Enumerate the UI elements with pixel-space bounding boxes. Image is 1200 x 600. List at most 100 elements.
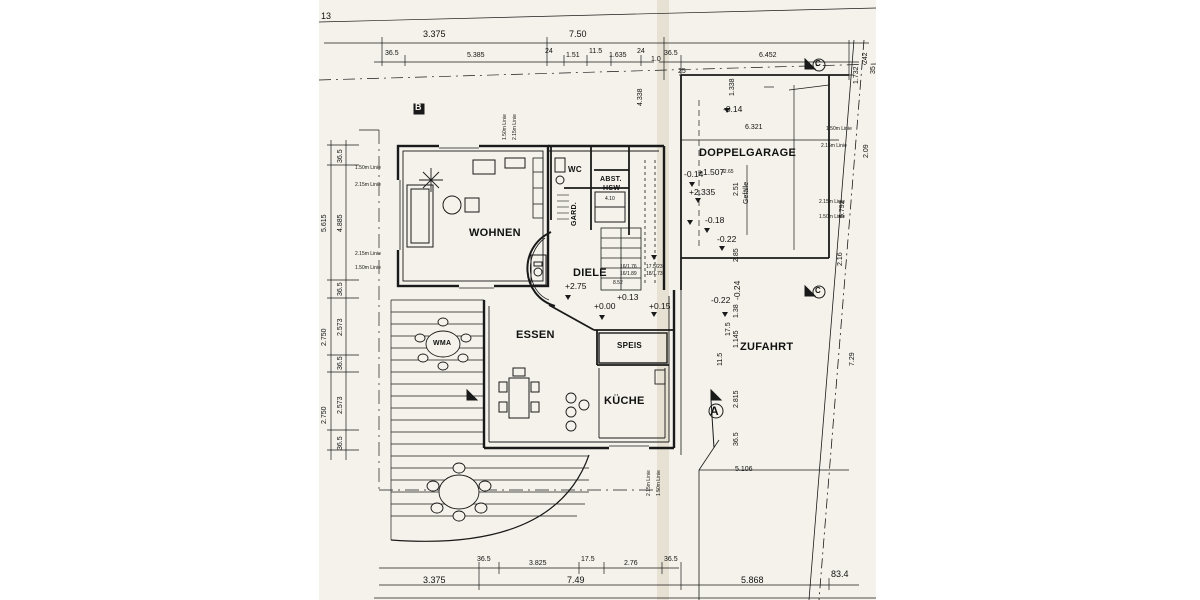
stair: [600, 160, 656, 291]
paper-fold: [657, 0, 669, 600]
room-label-speis: SPEIS: [617, 341, 643, 350]
bottom-dim-2: 3.825: [529, 560, 547, 567]
diele-dim-note: 8.52: [613, 280, 623, 286]
section-mark-c-top: C: [815, 59, 821, 68]
top-dim-overall-mid: 7.50: [569, 29, 587, 39]
bottom-dim-overall-mid: 7.49: [567, 575, 585, 585]
gefaelle-note: Gefälle: [743, 181, 750, 204]
left-dim-overall-a: 5.615: [321, 214, 328, 232]
right-dim-2: 2.85: [733, 248, 740, 262]
wardrobe: [532, 157, 544, 219]
section-mark-b: B: [415, 102, 422, 112]
terrace-table-top: [414, 317, 472, 371]
speis-box: [598, 332, 668, 364]
bottom-dim-3: 17.5: [581, 556, 595, 563]
note-150-garage-top: 1.50m Linie: [826, 126, 852, 132]
level-garage-c: -0.22: [717, 234, 737, 244]
bottom-dim-4: 2.76: [624, 560, 638, 567]
stove: [530, 254, 547, 286]
level-garage-b: -0.18: [705, 215, 725, 225]
right-dim-12: 2.09: [863, 144, 870, 158]
left-dim-4: 2.573: [337, 318, 344, 336]
left-dim-1: 36.5: [337, 149, 344, 163]
note-215-left-bottom: 2.15m Linie: [355, 251, 381, 257]
stair-note-b: 16/1.76: [620, 264, 637, 270]
top-dim-10: 25: [678, 68, 686, 75]
level-garage-top: -0.14: [723, 104, 743, 114]
floor-plan-sheet: 13 WOHNEN DIELE ESSEN KÜCHE SPEIS WC ABS…: [319, 0, 876, 600]
level-right-step: +0.15: [649, 301, 671, 311]
note-215-left-top: 2.15m Linie: [355, 182, 381, 188]
top-dim-right-b: 242: [862, 52, 869, 64]
level-garage-d: -0.22: [711, 295, 731, 305]
terrace-table-label: WMA: [433, 340, 452, 347]
top-dim-overall-left: 3.375: [423, 29, 446, 39]
level-stair-top: +2.335: [689, 187, 716, 197]
floor-plan-drawing: [319, 0, 876, 600]
stair-note-e: 18/1.73: [646, 271, 663, 277]
top-dim-9: 36.5: [664, 50, 678, 57]
top-dim-right-a: 1.732: [853, 66, 860, 84]
level-diele-upper: +2.75: [565, 281, 587, 291]
room-label-hsw: HSW: [603, 185, 621, 192]
right-dim-7: 2.815: [733, 390, 740, 408]
top-dim-stair-height: 4.338: [637, 88, 644, 106]
left-dim-overall-c: 2.750: [321, 406, 328, 424]
right-dim-11: 7.29: [849, 352, 856, 366]
right-dim-1: 2.51: [733, 182, 740, 196]
hsw-dim-note: 4.10: [605, 196, 615, 202]
top-dim-garage-inner: 6.321: [745, 124, 763, 131]
garage-walls: [680, 74, 849, 290]
interior-walls: [548, 146, 674, 366]
right-dim-4: 11.5: [717, 352, 724, 366]
top-dim-6: 1.635: [609, 52, 627, 59]
section-mark-a: A: [710, 404, 719, 418]
room-label-wohnen: WOHNEN: [469, 227, 521, 239]
room-label-essen: ESSEN: [516, 329, 555, 341]
bottom-dim-5: 36.5: [664, 556, 678, 563]
windows: [396, 144, 649, 450]
section-mark-c-bottom: C: [815, 286, 821, 295]
garage-markings: [681, 84, 839, 250]
top-dim-5: 11.5: [589, 48, 603, 55]
cabinet: [472, 159, 496, 175]
bottom-dim-overall-far: 83.4: [831, 569, 849, 579]
stair-note-c: 16/1.89: [620, 271, 637, 277]
left-dim-6: 2.573: [337, 396, 344, 414]
stair-note-a: 32.65: [721, 169, 734, 175]
left-dim-3: 36.5: [337, 282, 344, 296]
note-150-garage-bottom: 1.50m Linie: [819, 214, 845, 220]
note-150-bottom: 1.50m Linie: [656, 470, 662, 496]
room-label-diele: DIELE: [573, 267, 607, 279]
bottom-dimension-lines: [374, 469, 876, 599]
note-215-bottom: 2.15m Linie: [646, 470, 652, 496]
room-label-doppelgarage: DOPPELGARAGE: [699, 147, 797, 159]
left-dim-5: 36.5: [337, 356, 344, 370]
top-dim-right-c: 35: [870, 66, 876, 74]
living-table: [442, 195, 462, 215]
wc-fixture: [554, 157, 566, 173]
living-chair: [464, 197, 480, 213]
room-label-wc: WC: [568, 165, 582, 174]
page-number: 13: [321, 11, 332, 21]
plant: [419, 168, 443, 192]
right-dim-10: 2.16: [837, 252, 844, 266]
level-garage-e: -0.24: [732, 280, 742, 300]
room-label-gard: GARD.: [571, 201, 578, 226]
curved-wall: [526, 231, 556, 307]
terrace-table-bottom: [426, 462, 492, 522]
top-dim-8: 1.0: [651, 56, 661, 63]
level-stair-mid: +1.507: [698, 167, 725, 177]
note-215-top: 2.15m Linie: [512, 114, 518, 140]
top-dim-7: 24: [637, 48, 645, 55]
left-dim-2: 4.885: [337, 214, 344, 232]
bottom-dim-drive-width: 5.106: [735, 466, 753, 473]
stair-note-d: 17.5/23: [646, 264, 663, 270]
level-garage-a: -0.14: [684, 169, 704, 179]
level-markers: [565, 108, 730, 320]
sofa: [406, 184, 434, 248]
level-diele: +0.00: [594, 301, 616, 311]
section-markers: [413, 57, 826, 449]
bottom-dim-overall-left: 3.375: [423, 575, 446, 585]
top-dim-1: 36.5: [385, 50, 399, 57]
